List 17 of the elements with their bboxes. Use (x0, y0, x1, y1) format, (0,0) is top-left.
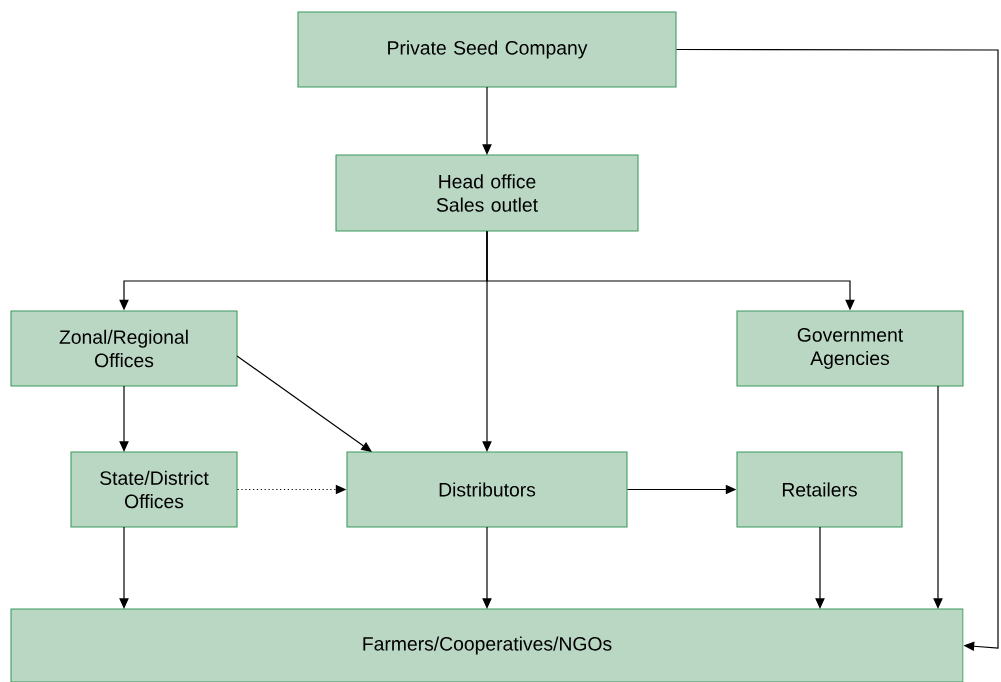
box: Government Agencies (736, 310, 964, 387)
arrow (482, 526, 492, 609)
arrow (675, 48, 999, 652)
arrow (482, 230, 492, 452)
box: Distributors (346, 451, 628, 528)
box: Private Seed Company (297, 11, 677, 88)
box: Retailers (736, 451, 903, 528)
box: Head office Sales outlet (335, 154, 639, 232)
arrow (236, 355, 372, 452)
arrow (119, 526, 129, 609)
arrow (119, 385, 129, 452)
arrow (815, 526, 825, 609)
box: Farmers/Cooperatives/NGOs (10, 608, 964, 682)
box: Zonal/Regional Offices (10, 310, 238, 387)
arrow (482, 86, 492, 155)
box: State/District Offices (70, 451, 238, 528)
arrow (933, 385, 943, 609)
